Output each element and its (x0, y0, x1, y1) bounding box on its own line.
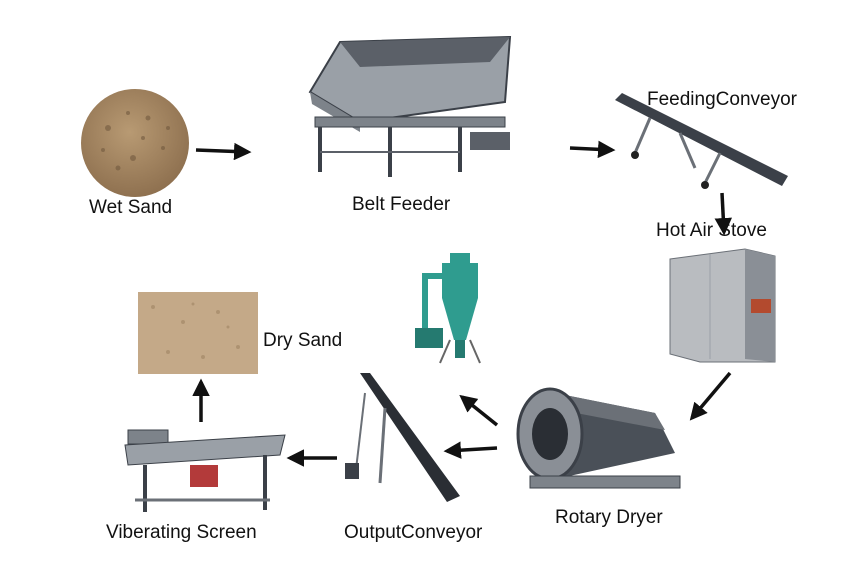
arrow-wet-sand-to-belt-feeder (196, 150, 248, 152)
arrow-hot-air-stove-to-rotary-dryer (692, 373, 730, 418)
arrow-rotary-dryer-to-cyclone (462, 397, 497, 425)
arrow-feeding-conveyor-to-hot-air-stove (722, 193, 724, 232)
arrow-belt-feeder-to-feeding-conveyor (570, 148, 612, 150)
arrow-rotary-dryer-to-output-conveyor (447, 448, 497, 451)
